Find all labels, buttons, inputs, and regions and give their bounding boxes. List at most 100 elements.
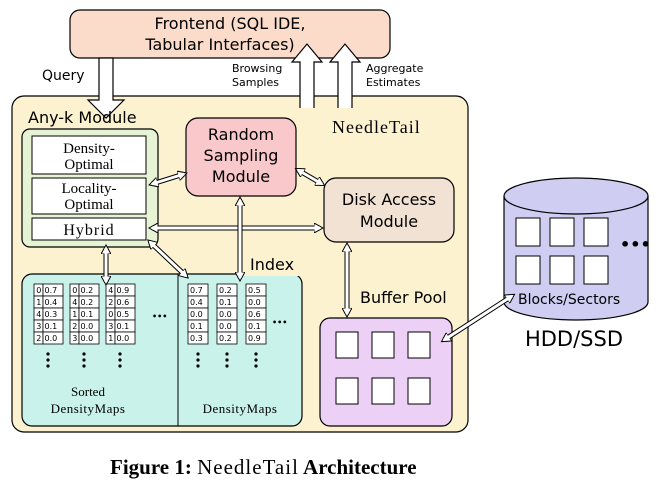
disk-access-line1: Disk Access: [342, 190, 436, 209]
aggregate-estimates-arrow: [328, 43, 362, 108]
query-label: Query: [42, 68, 85, 84]
density-value: 0.6: [248, 310, 261, 319]
sorted-label-1: Sorted: [71, 384, 105, 399]
density-ellipsis: •••: [272, 318, 287, 327]
locality-optimal-line2: Optimal: [64, 197, 113, 213]
sorted-id: 2: [72, 322, 77, 331]
density-value: 0.5: [248, 286, 261, 295]
sorted-id: 0: [36, 286, 41, 295]
density-optimal-line2: Optimal: [64, 157, 113, 173]
continuation-dot: [225, 364, 229, 368]
sorted-id: 4: [36, 310, 41, 319]
density-value: 0.0: [190, 310, 203, 319]
connector-arrows: [106, 167, 512, 340]
needletail-label: NeedleTail: [332, 117, 421, 137]
sorted-value: 0.0: [45, 334, 58, 343]
density-maps-label: DensityMaps: [203, 401, 278, 416]
density-cell: [216, 331, 238, 345]
sorted-value: 0.5: [117, 310, 130, 319]
sorted-id: 3: [36, 322, 41, 331]
density-value: 0.0: [219, 310, 232, 319]
sorted-value: 0.0: [81, 334, 94, 343]
continuation-dot: [82, 358, 86, 362]
density-value: 0.9: [248, 334, 261, 343]
sorted-id: 1: [72, 310, 77, 319]
sorted-id: 1: [36, 298, 41, 307]
density-value: 0.1: [248, 322, 261, 331]
continuation-dot: [46, 364, 50, 368]
density-value: 0.3: [190, 334, 203, 343]
storage-ellipsis: •••: [620, 235, 651, 254]
browsing-label-2: Samples: [232, 76, 279, 89]
browsing-samples-arrow: [290, 43, 324, 108]
sorted-value: 0.0: [117, 334, 130, 343]
storage-cylinder: [503, 177, 649, 321]
density-value: 0.0: [248, 298, 261, 307]
density-optimal-line1: Density-: [63, 141, 115, 157]
sorted-value: 0.2: [81, 298, 94, 307]
sorted-id: 2: [36, 334, 41, 343]
sorted-id: 0: [108, 310, 113, 319]
hybrid-label: Hybrid: [63, 222, 114, 239]
disk-access-line2: Module: [360, 212, 418, 231]
locality-optimal-box: [31, 177, 147, 215]
continuation-dot: [46, 352, 50, 356]
query-arrow: [86, 57, 126, 119]
density-value: 0.2: [219, 286, 232, 295]
continuation-dot: [118, 352, 122, 356]
density-value: 0.0: [219, 322, 232, 331]
sorted-value: 0.0: [81, 322, 94, 331]
continuation-dot: [254, 352, 258, 356]
sorted-value: 0.4: [45, 298, 58, 307]
sorted-id: 3: [72, 334, 77, 343]
continuation-dot: [118, 364, 122, 368]
sorted-value-cell: [78, 331, 100, 345]
continuation-dot: [118, 358, 122, 362]
browsing-label-1: Browsing: [232, 62, 282, 75]
continuation-dot: [82, 364, 86, 368]
density-cell: [187, 331, 209, 345]
index-title-bg: [244, 254, 300, 276]
sorted-value: 0.9: [117, 286, 130, 295]
sorted-value: 0.6: [117, 298, 130, 307]
sorted-value-cell: [42, 331, 64, 345]
continuation-dot: [82, 352, 86, 356]
aggregate-label-1: Aggregate: [366, 62, 424, 75]
buffer-pool-title: Buffer Pool: [360, 288, 447, 307]
frontend-line1: Frontend (SQL IDE,: [155, 14, 306, 33]
sorted-label-2: DensityMaps: [51, 401, 126, 416]
continuation-dot: [46, 358, 50, 362]
sorted-id: 2: [108, 298, 113, 307]
buffer-pool-blocks: [335, 331, 431, 405]
hdd-ssd-label: HDD/SSD: [525, 327, 623, 351]
sorted-id: 4: [108, 286, 113, 295]
sorted-value: 0.1: [81, 310, 94, 319]
sorted-id: 0: [72, 286, 77, 295]
continuation-dot: [196, 352, 200, 356]
density-value: 0.2: [219, 334, 232, 343]
sorted-value: 0.1: [117, 322, 130, 331]
random-sampling-line2: Sampling: [204, 146, 279, 165]
disk-access-module: [323, 177, 455, 243]
continuation-dot: [254, 364, 258, 368]
density-value: 0.1: [219, 298, 232, 307]
frontend-line2: Tabular Interfaces): [144, 35, 294, 54]
continuation-dot: [254, 358, 258, 362]
hybrid-box: [31, 217, 147, 241]
density-value: 0.1: [190, 322, 203, 331]
density-optimal-box: [31, 135, 147, 175]
sorted-value-cell: [114, 331, 136, 345]
figure-caption: Figure 1: NeedleTail Architecture: [110, 455, 417, 479]
sorted-value: 0.1: [45, 322, 58, 331]
sorted-id: 1: [108, 334, 113, 343]
continuation-dot: [196, 358, 200, 362]
sorted-id: 4: [72, 298, 77, 307]
random-sampling-line1: Random: [208, 125, 274, 144]
sorted-value: 0.2: [81, 286, 94, 295]
sorted-id: 3: [108, 322, 113, 331]
density-cell: [245, 331, 267, 345]
frontend-box: [69, 9, 391, 59]
sorted-value: 0.7: [45, 286, 58, 295]
